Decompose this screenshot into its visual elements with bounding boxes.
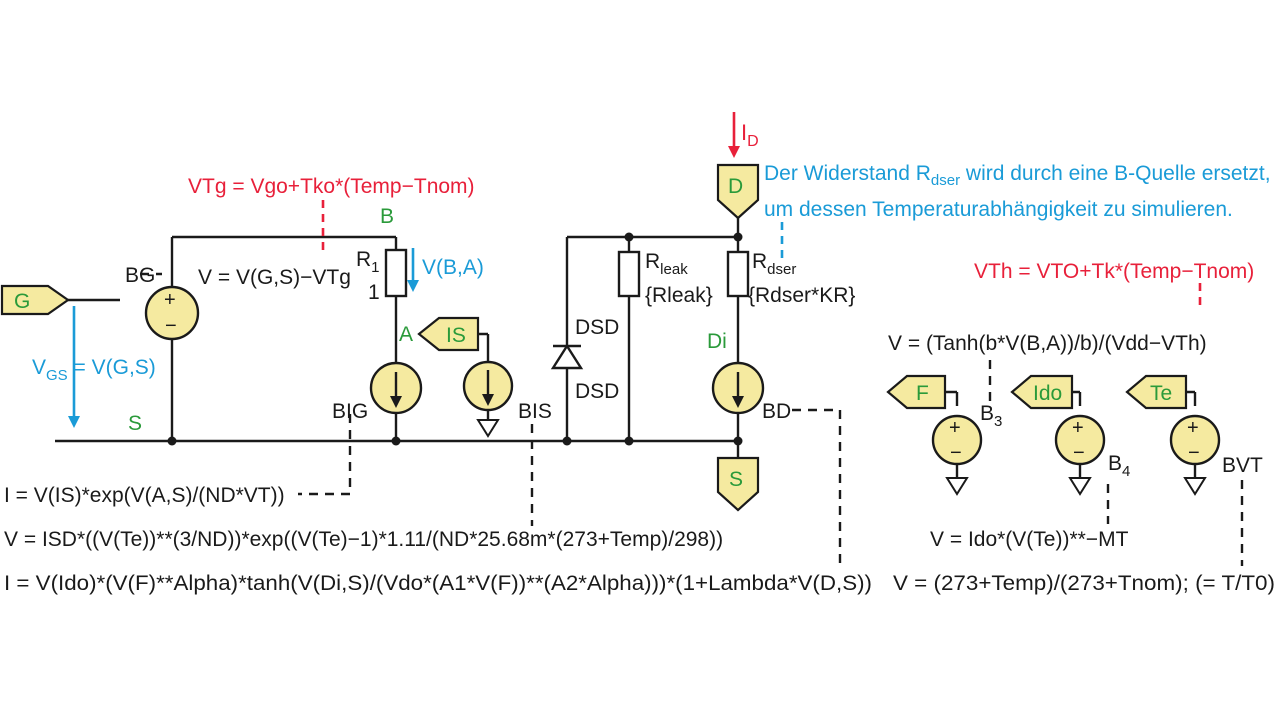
r1-value: 1	[368, 281, 380, 304]
port-s: S	[716, 456, 760, 512]
rdser-note-line2: um dessen Temperaturabhängigkeit zu simu…	[764, 198, 1233, 221]
id-label: ID	[741, 120, 759, 150]
node-s-label: S	[128, 412, 142, 435]
bg-label: BG	[125, 264, 155, 287]
b4-label: B4	[1108, 452, 1130, 480]
port-f: F	[886, 374, 947, 410]
rleak-label: Rleak	[645, 250, 688, 278]
wires	[55, 218, 1197, 478]
big-equation: I = V(IS)*exp(V(A,S)/(ND*VT))	[4, 484, 285, 507]
junction-dot	[391, 436, 401, 446]
arrow-vgs	[68, 306, 80, 428]
dashed-connectors	[140, 200, 1244, 566]
ground-symbol	[1068, 477, 1092, 496]
current-source-bd	[711, 361, 765, 415]
dsd-label-2: DSD	[575, 380, 619, 403]
bg-equation: V = V(G,S)−VTg	[198, 266, 351, 289]
bvt-label: BVT	[1222, 454, 1263, 477]
svg-text:−: −	[1188, 442, 1200, 464]
dsd-label-1: DSD	[575, 316, 619, 339]
voltage-source-bg: + −	[144, 285, 200, 341]
svg-text:−: −	[1073, 442, 1085, 464]
svg-text:+: +	[1072, 417, 1084, 439]
junction-dot	[624, 436, 634, 446]
ground-symbol	[945, 477, 969, 496]
svg-text:+: +	[1187, 417, 1199, 439]
ground-symbol	[1183, 477, 1207, 496]
current-source-bis	[462, 360, 514, 412]
bis-label: BIS	[518, 400, 552, 423]
b3-equation: V = (Tanh(b*V(B,A))/b)/(Vdd−VTh)	[888, 332, 1207, 355]
vtg-equation: VTg = Vgo+Tko*(Temp−Tnom)	[188, 175, 475, 198]
port-g: G	[0, 284, 70, 316]
junction-dot	[562, 436, 572, 446]
voltage-source-b4: + −	[1054, 414, 1106, 466]
junction-dot	[733, 232, 743, 242]
node-a-label: A	[399, 323, 413, 346]
port-is: IS	[417, 316, 480, 352]
port-d-label: D	[728, 175, 743, 198]
bd-label: BD	[762, 400, 791, 423]
voltage-source-bvt: + −	[1169, 414, 1221, 466]
bvt-equation: V = (273+Temp)/(273+Tnom); (= T/T0)	[893, 572, 1275, 595]
port-te: Te	[1125, 374, 1188, 410]
junctions	[167, 232, 743, 446]
port-s-label: S	[729, 468, 743, 491]
big-label: BIG	[332, 400, 368, 423]
vth-equation: VTh = VTO+Tk*(Temp−Tnom)	[974, 260, 1254, 283]
bis-equation: V = ISD*((V(Te))**(3/ND))*exp((V(Te)−1)*…	[4, 528, 723, 551]
svg-text:+: +	[949, 417, 961, 439]
port-te-label: Te	[1150, 382, 1172, 405]
bd-equation: I = V(Ido)*(V(F)**Alpha)*tanh(V(Di,S)/(V…	[4, 572, 872, 595]
diode-dsd	[550, 343, 584, 370]
junction-dot	[733, 436, 743, 446]
resistor-rleak	[617, 250, 641, 298]
b3-label: B3	[980, 402, 1002, 430]
rdser-note-line1: Der Widerstand Rdser wird durch eine B-Q…	[764, 162, 1271, 189]
arrow-vba	[407, 248, 419, 292]
voltage-source-b3: + −	[931, 414, 983, 466]
port-g-label: G	[14, 290, 30, 313]
rdser-value: {Rdser*KR}	[748, 284, 855, 307]
node-b-label: B	[380, 205, 394, 228]
port-ido: Ido	[1010, 374, 1074, 410]
ground-symbol	[476, 419, 500, 438]
current-source-big	[369, 361, 423, 415]
svg-text:−: −	[165, 315, 177, 337]
junction-dot	[167, 436, 177, 446]
port-is-label: IS	[446, 324, 466, 347]
svg-text:+: +	[164, 289, 176, 311]
resistor-rdser	[726, 250, 750, 298]
junction-dot	[624, 232, 634, 242]
port-ido-label: Ido	[1033, 382, 1062, 405]
arrow-id	[728, 112, 740, 158]
node-di-label: Di	[707, 330, 727, 353]
port-f-label: F	[916, 382, 929, 405]
svg-text:−: −	[950, 442, 962, 464]
rleak-value: {Rleak}	[645, 284, 713, 307]
vba-label: V(B,A)	[422, 256, 484, 279]
port-d: D	[716, 163, 760, 220]
b4-equation: V = Ido*(V(Te))**−MT	[930, 528, 1129, 551]
vgs-label: VGS = V(G,S)	[32, 356, 156, 384]
resistor-r1	[384, 248, 408, 298]
rdser-label: Rdser	[752, 250, 796, 278]
r1-label: R1	[356, 248, 380, 276]
